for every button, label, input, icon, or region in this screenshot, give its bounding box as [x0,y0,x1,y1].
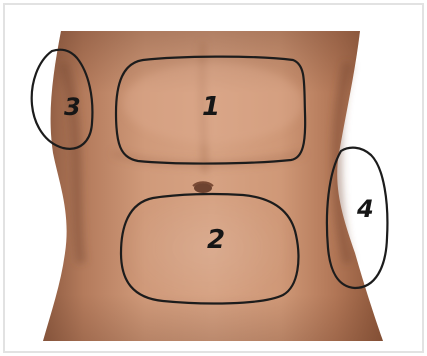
zone-3-number: 3 [64,93,81,121]
zone-1-number: 1 [202,92,220,122]
zone-2-number: 2 [207,225,225,255]
zone-4-number: 4 [356,195,374,223]
torso-photo: 1 2 3 4 [3,3,424,353]
